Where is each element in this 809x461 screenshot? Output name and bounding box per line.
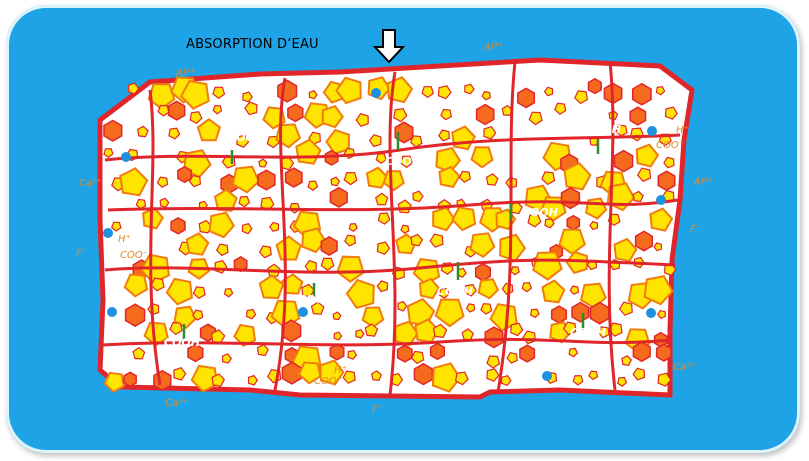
hexagon-particle — [633, 342, 650, 361]
hexagon-particle — [658, 171, 675, 190]
hexagon-particle — [126, 304, 145, 326]
ion-dot — [656, 195, 666, 205]
hexagon-particle — [258, 170, 275, 190]
al-ion-label: Al³⁺ — [483, 42, 503, 53]
f-ion-label: F⁻ — [690, 224, 701, 235]
f-ion-label: F⁻ — [76, 248, 87, 259]
ion-dot — [647, 126, 657, 136]
hexagon-particle — [518, 88, 535, 107]
ca-ion-label: Ca²⁺ — [165, 398, 187, 409]
cooh-label: COOH — [585, 123, 621, 136]
cooh-label: COOH — [522, 206, 558, 219]
hexagon-particle — [178, 167, 191, 183]
hexagon-particle — [615, 151, 633, 172]
ion-dot — [371, 88, 381, 98]
hexagon-particle — [286, 168, 302, 187]
hexagon-particle — [124, 372, 136, 386]
hexagon-particle — [477, 105, 494, 125]
hexagon-particle — [520, 345, 535, 362]
coo-ion-label: COO⁻ — [314, 376, 342, 387]
cooh-label: COOH — [298, 293, 334, 306]
hexagon-particle — [636, 231, 653, 250]
hexagon-particle — [567, 216, 579, 230]
ca-ion-label: Ca²⁺ — [79, 178, 101, 189]
cooh-label: COOH — [164, 336, 200, 349]
hexagon-particle — [169, 101, 185, 120]
ion-dot — [103, 228, 113, 238]
hexagon-particle — [589, 79, 602, 94]
hexagon-particle — [104, 121, 122, 142]
hexagon-particle — [288, 104, 303, 121]
ion-dot — [107, 307, 117, 317]
cooh-label: COOH — [570, 326, 606, 339]
h-ion-label: H⁺ — [676, 125, 689, 136]
hexagon-particle — [431, 343, 445, 359]
f-ion-label: F⁻ — [372, 404, 383, 415]
al-ion-label: Al³⁺ — [175, 68, 195, 79]
hexagon-particle — [414, 364, 432, 385]
coo-ion-label: COO⁻ — [656, 140, 684, 151]
hexagon-particle — [154, 371, 171, 391]
cooh-label: COOH — [437, 285, 473, 298]
ion-dot — [121, 152, 131, 162]
coo-ion-label: COO⁻ — [120, 250, 148, 261]
ion-dot — [298, 307, 308, 317]
hexagon-particle — [330, 344, 344, 360]
h-ion-label: H⁺ — [118, 234, 131, 245]
hexagon-particle — [321, 237, 337, 255]
hexagon-particle — [171, 218, 185, 234]
hexagon-particle — [485, 327, 503, 347]
ca-ion-label: Ca²⁺ — [673, 362, 695, 373]
h-ion-label: H⁺ — [334, 365, 347, 376]
hexagon-particle — [630, 107, 645, 125]
ion-dot — [646, 308, 656, 318]
hexagon-particle — [562, 188, 580, 209]
hexagon-particle — [552, 306, 567, 323]
hexagon-particle — [657, 344, 672, 361]
hexagon-particle — [282, 362, 301, 384]
hexagon-particle — [476, 264, 491, 281]
hexagon-particle — [591, 303, 609, 324]
cooh-label: COOH — [385, 155, 421, 168]
hexagon-particle — [572, 303, 589, 322]
al-ion-label: Al³⁺ — [693, 177, 713, 188]
cooh-label: COOH — [228, 131, 264, 144]
hexagon-particle — [633, 84, 651, 105]
hexagon-particle — [330, 188, 347, 207]
hexagon-particle — [398, 345, 412, 362]
down-arrow-icon — [375, 30, 403, 62]
ion-dot — [542, 371, 552, 381]
